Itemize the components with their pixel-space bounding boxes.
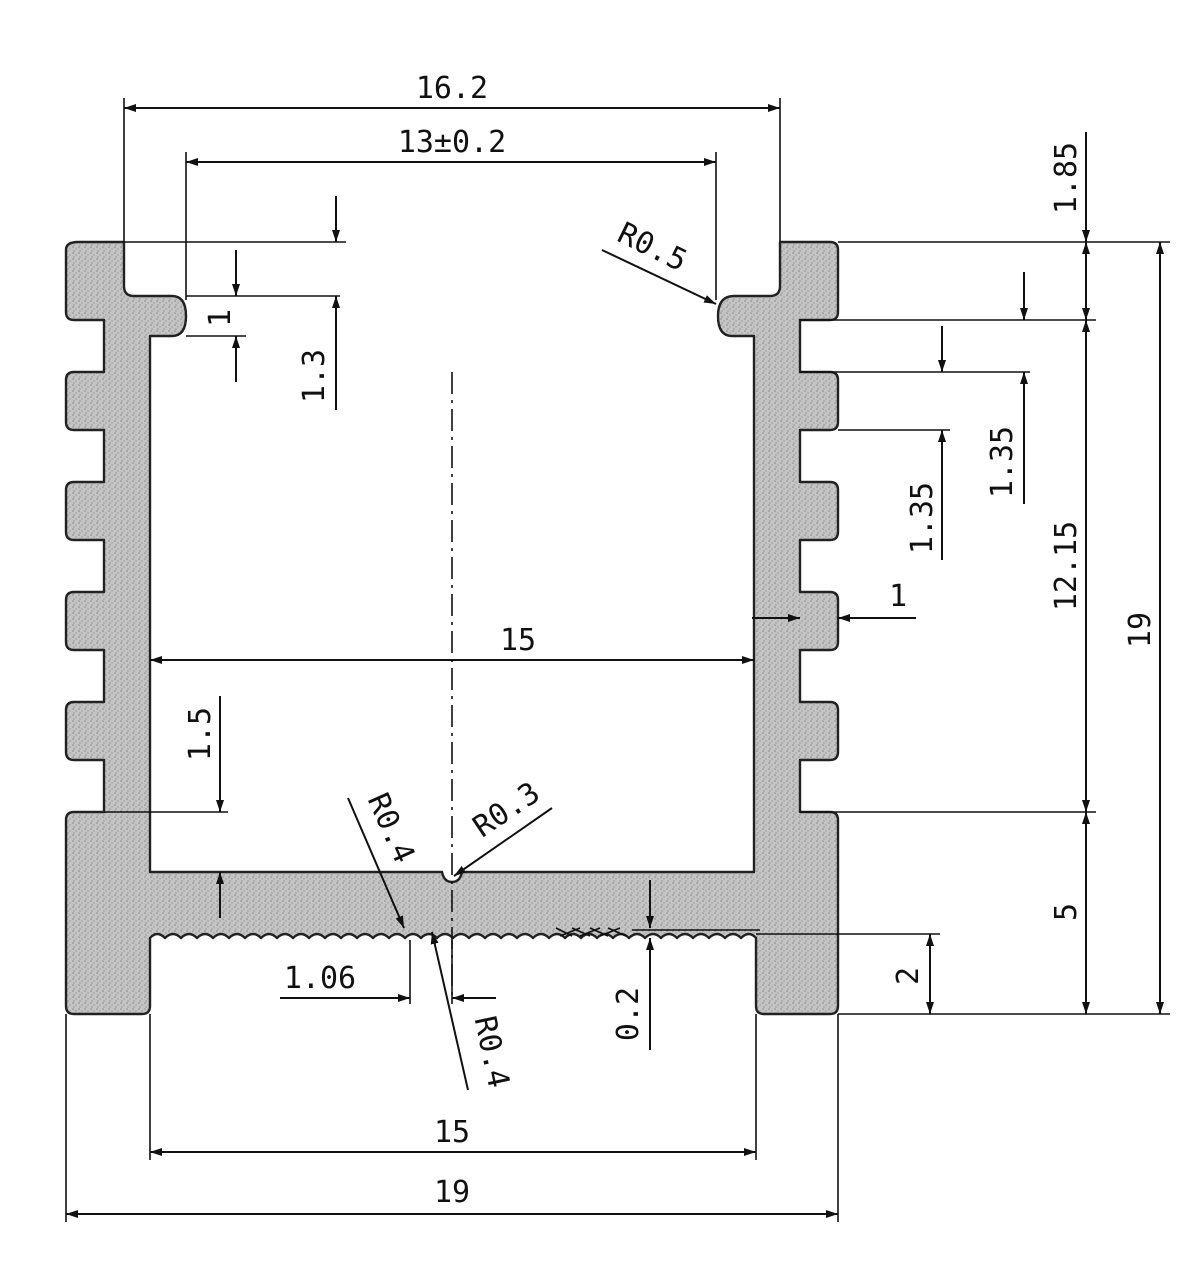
label-outer-top-width: 16.2: [416, 71, 488, 106]
dim-inner-top-opening: 13±0.2: [185, 125, 717, 300]
dim-leg-height: 2: [756, 933, 940, 1014]
dim-bottom-inner-width: 15: [149, 1014, 757, 1160]
dim-fin-pitch: 1.35: [838, 326, 950, 560]
label-fin-gap: 1.35: [985, 426, 1020, 498]
extrusion-profile: [64, 240, 840, 1016]
label-top-wall-thickness: 1: [203, 309, 238, 327]
label-leg-height: 2: [891, 967, 926, 985]
label-inner-height: 12.15: [1049, 521, 1084, 611]
leader-radius-notch: R0.3: [453, 775, 553, 877]
label-top-offset: 1.85: [1049, 142, 1084, 214]
label-radius-notch: R0.3: [467, 775, 546, 844]
label-base-wall: 1.5: [183, 707, 218, 761]
label-bottom-inner-width: 15: [434, 1115, 470, 1150]
dim-lip-height: 1.3: [124, 196, 346, 410]
label-total-height: 19: [1123, 612, 1158, 648]
dim-outer-top-width: 16.2: [123, 71, 781, 242]
dim-fin-gap: 1.35: [800, 272, 1030, 504]
label-groove-depth: 0.2: [611, 987, 646, 1041]
label-base-height: 5: [1049, 903, 1084, 921]
dim-base-wall: 1.5: [104, 696, 228, 918]
dim-groove-pitch: 1.06: [280, 940, 496, 1004]
label-groove-pitch: 1.06: [284, 961, 356, 996]
label-total-width: 19: [434, 1175, 470, 1210]
label-radius-groove-right: R0.4: [467, 1013, 516, 1091]
dim-inner-height: 12.15: [800, 320, 1096, 813]
label-inner-top-opening: 13±0.2: [398, 125, 506, 160]
label-radius-lip: R0.5: [612, 216, 692, 279]
leader-radius-lip: R0.5: [601, 216, 717, 305]
dim-top-wall-thickness: 1: [186, 250, 340, 382]
dim-inner-width: 15: [150, 623, 754, 664]
dim-total-height: 19: [1123, 242, 1164, 1014]
dim-top-offset: 1.85: [800, 132, 1170, 321]
label-lip-height: 1.3: [297, 349, 332, 403]
dim-total-width: 19: [65, 1014, 839, 1222]
label-side-wall: 1: [889, 579, 907, 614]
hatch-detail: [555, 927, 627, 937]
label-fin-pitch: 1.35: [905, 482, 940, 554]
dim-side-wall: 1: [752, 579, 916, 622]
leader-radius-groove-right: R0.4: [430, 931, 516, 1091]
label-inner-width: 15: [500, 623, 536, 658]
label-radius-groove-left: R0.4: [360, 788, 421, 868]
dim-base-height: 5: [838, 812, 1170, 1015]
dim-groove-depth: 0.2: [611, 880, 760, 1050]
